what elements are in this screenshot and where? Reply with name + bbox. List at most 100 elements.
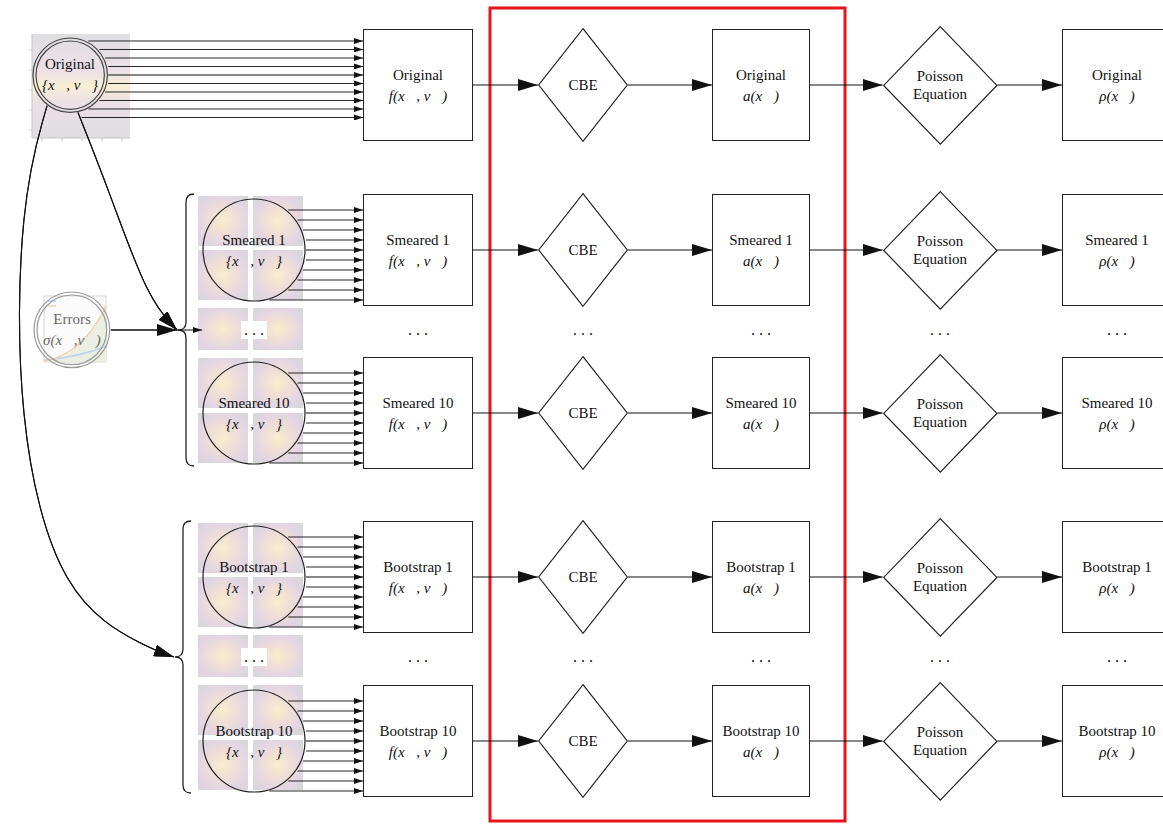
fan-line [303,393,363,394]
diamond-shape [539,194,628,307]
node-text: CBE [568,76,597,94]
node-text: Poisson Equation [904,395,976,431]
fan-line [99,100,363,101]
node-text: Bootstrap 1 [383,558,453,576]
node-text: {x⃗, v⃗} [226,743,282,761]
node-text: f(x⃗, v⃗) [389,743,447,761]
node-text: σ(x⃗,v⃗) [43,331,101,349]
fan-line [81,117,363,118]
decision-diamond: Poisson Equation [883,354,998,473]
circle-outline [202,198,306,302]
fan-line [306,567,363,568]
fan-line [303,230,363,231]
node-text: Smeared 1 [1085,231,1149,249]
node-text: Bootstrap 10 [1078,722,1155,740]
node-text: Bootstrap 1 [726,558,796,576]
arrow-connector [473,249,538,250]
node-text: Bootstrap 10 [722,722,799,740]
arrow-connector [628,249,712,250]
process-box: Bootstrap 1ρ(x⃗) [1062,521,1163,633]
ellipsis: . . . [405,321,431,339]
data-circle: Errorsσ(x⃗,v⃗) [33,291,111,369]
fan-line [306,751,363,752]
fan-line [297,280,363,281]
node-text: Poisson Equation [904,723,976,759]
circle-ring [33,38,107,112]
arrow-connector [628,84,712,85]
arrow-connector [997,249,1062,250]
arrow-connector [473,576,538,577]
process-box: Originala(x⃗) [712,29,810,141]
arrow-connector [111,329,177,330]
node-text: f(x⃗, v⃗) [389,252,447,270]
node-text: {x⃗, v⃗} [42,76,98,94]
fan-line [297,443,363,444]
decision-diamond: CBE [538,684,628,798]
arrow-connector [810,84,883,85]
arrow-connector [997,740,1062,741]
fan-line [105,57,363,58]
node-text: Original [45,55,95,73]
node-text: Smeared 10 [1081,394,1152,412]
process-box: Smeared 1a(x⃗) [712,194,810,306]
node-text: a(x⃗) [743,87,779,105]
diamond-shape [883,26,996,143]
node-text: Poisson Equation [904,67,976,103]
ellipsis: . . . [1104,321,1130,339]
ellipsis: . . . [570,321,596,339]
fan-line [297,547,363,548]
fan-line [306,240,363,241]
fan-line [88,108,363,109]
data-circle: Bootstrap 1{x⃗, v⃗} [202,525,306,629]
diamond-outline [883,354,998,473]
arrow-connector [19,106,174,657]
fan-line [297,771,363,772]
arrow-connector [306,740,363,741]
decision-diamond: Poisson Equation [883,518,998,637]
node-text: CBE [568,241,597,259]
fan-line [269,627,363,628]
diamond-outline [883,26,998,145]
fan-line [303,270,363,271]
fan-line [306,403,363,404]
node-text: Original [1092,66,1142,84]
ellipsis: . . . [241,648,267,666]
sample-arrows [81,41,363,791]
node-text: a(x⃗) [743,743,779,761]
process-box: Smeared 10f(x⃗, v⃗) [363,357,473,469]
arrow-connector [19,106,174,657]
circle-outline [32,37,108,113]
group-brace [175,521,191,793]
decision-diamond: Poisson Equation [883,682,998,801]
node-text: Bootstrap 10 [215,722,292,740]
data-circle: Original {x⃗, v⃗} [32,37,108,113]
data-circle: Smeared 1{x⃗, v⃗} [202,198,306,302]
circle-ring [37,295,107,365]
process-box: Bootstrap 1a(x⃗) [712,521,810,633]
fan-line [288,373,363,374]
fan-line [269,463,363,464]
arrow-connector [306,412,363,413]
node-text: Bootstrap 1 [219,558,289,576]
diamond-shape [883,191,996,308]
highlight-frame [490,8,845,821]
fan-line [297,383,363,384]
process-box: Originalf(x⃗, v⃗) [363,29,473,141]
node-text: a(x⃗) [743,415,779,433]
arrow-connector [108,74,363,75]
fan-line [108,66,363,67]
arrow-connector [628,740,712,741]
arrow-connector [810,249,883,250]
connector-group [19,75,1062,741]
process-box: Bootstrap 10 a(x⃗) [712,685,810,797]
fan-line [288,453,363,454]
fan-line [105,91,363,92]
process-box: Smeared 1ρ(x⃗) [1062,194,1163,306]
node-text: Smeared 10 [218,394,289,412]
ellipsis: . . . [570,648,596,666]
node-text: ρ(x⃗) [1099,415,1135,433]
arrow-connector [111,329,202,330]
circle-ring [203,199,305,301]
process-box: Smeared 1f(x⃗, v⃗) [363,194,473,306]
arrow-connector [473,740,538,741]
